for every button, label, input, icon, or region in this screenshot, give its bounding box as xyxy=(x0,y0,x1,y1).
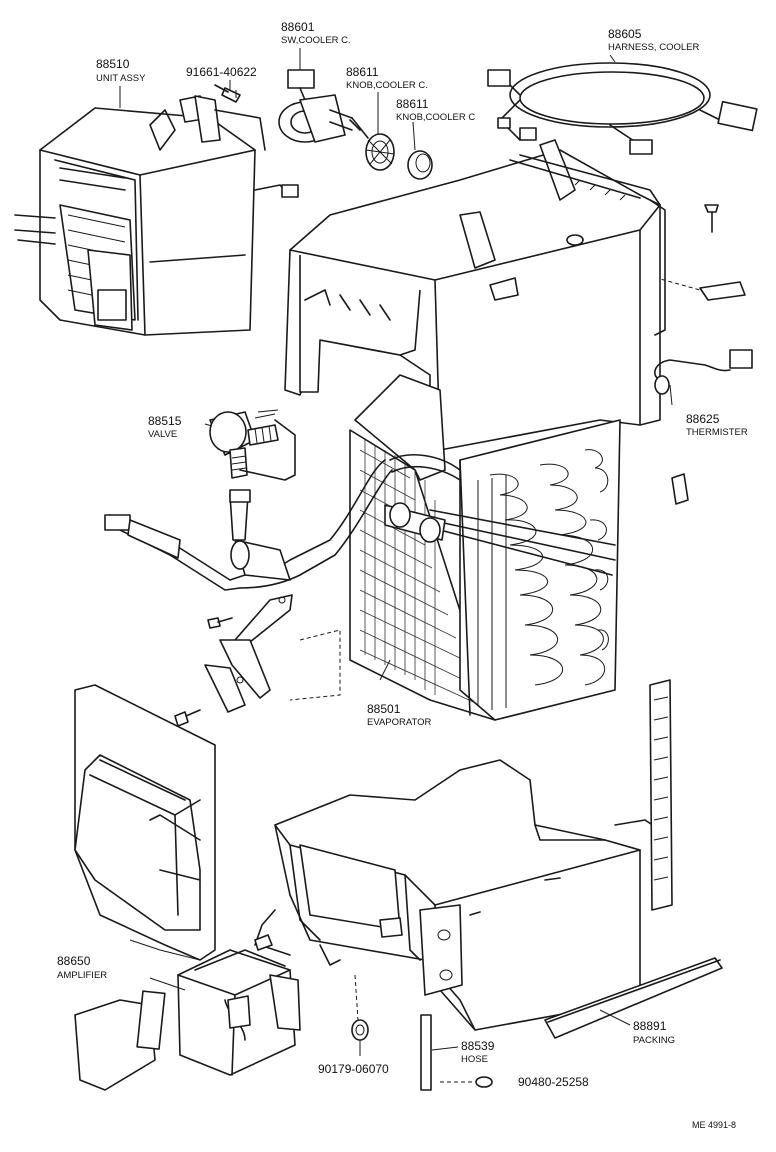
part-name: AMPLIFIER xyxy=(57,970,107,981)
label-88625: 88625 THERMISTER xyxy=(686,412,748,438)
air-duct-drawing xyxy=(74,684,216,961)
label-88601: 88601 SW,COOLER C. xyxy=(281,20,351,46)
thermister-drawing xyxy=(654,349,753,505)
label-90480-25258: 90480-25258 xyxy=(518,1075,589,1089)
part-name: SW,COOLER C. xyxy=(281,35,351,46)
bracket-drawing xyxy=(204,594,341,713)
part-number: 88611 xyxy=(346,65,379,79)
part-number: 88891 xyxy=(633,1019,667,1033)
label-88891: 88891 PACKING xyxy=(633,1019,675,1046)
unit-assy-drawing xyxy=(14,95,299,336)
part-number: 88650 xyxy=(57,954,91,968)
label-91661-40622: 91661-40622 xyxy=(186,65,257,79)
part-name: HARNESS, COOLER xyxy=(608,42,699,53)
packing-vertical-drawing xyxy=(649,679,673,911)
switch-cooler-drawing xyxy=(278,69,369,143)
evaporator-drawing xyxy=(349,374,621,721)
bolt-91661-drawing xyxy=(214,84,241,103)
connector-drawing xyxy=(699,281,746,301)
part-name: KNOB,COOLER C. xyxy=(346,80,428,91)
part-name: THERMISTER xyxy=(686,427,748,438)
knob-gear-drawing xyxy=(365,133,395,171)
amplifier-drawing xyxy=(74,909,301,1091)
part-number: 90179-06070 xyxy=(318,1062,389,1076)
label-88611-a: 88611 KNOB,COOLER C. xyxy=(346,65,428,91)
leader-lines xyxy=(119,48,673,1056)
label-88515: 88515 VALVE xyxy=(148,414,182,440)
evaporator-tubes xyxy=(477,449,609,710)
clamp-90179-drawing xyxy=(351,974,369,1041)
screw-1-drawing xyxy=(207,617,233,629)
part-name: UNIT ASSY xyxy=(96,73,146,84)
part-number: 88501 xyxy=(367,702,401,716)
label-88510: 88510 UNIT ASSY xyxy=(96,57,146,84)
part-number: 88611 xyxy=(396,97,429,111)
label-88605: 88605 HARNESS, COOLER xyxy=(608,27,699,53)
part-name: VALVE xyxy=(148,429,177,440)
part-number: 90480-25258 xyxy=(518,1075,589,1089)
part-number: 88510 xyxy=(96,57,130,71)
diagram-reference: ME 4991-8 xyxy=(692,1120,736,1130)
part-number: 88601 xyxy=(281,20,315,34)
part-name: HOSE xyxy=(461,1054,488,1065)
label-88539: 88539 HOSE xyxy=(461,1039,495,1065)
valve-drawing xyxy=(209,409,296,481)
part-number: 88539 xyxy=(461,1039,495,1053)
part-number: 88625 xyxy=(686,412,720,426)
part-name: PACKING xyxy=(633,1035,675,1046)
upper-case-drawing xyxy=(284,139,666,451)
part-number: 88605 xyxy=(608,27,642,41)
knob-round-drawing xyxy=(407,150,433,180)
washer-90480-drawing xyxy=(440,1076,493,1088)
hose-drawing xyxy=(420,1014,432,1091)
part-name: KNOB,COOLER C xyxy=(396,112,475,123)
pipes-drawing xyxy=(104,454,461,591)
label-88501: 88501 EVAPORATOR xyxy=(367,702,432,728)
packing-diagonal-drawing xyxy=(544,957,723,1039)
lower-case-drawing xyxy=(274,759,661,1031)
part-number: 88515 xyxy=(148,414,182,428)
harness-cooler-drawing xyxy=(487,62,758,155)
label-90179-06070: 90179-06070 xyxy=(318,1062,389,1076)
label-88650: 88650 AMPLIFIER xyxy=(57,954,107,981)
part-name: EVAPORATOR xyxy=(367,717,432,728)
screw-2-drawing xyxy=(174,709,201,727)
screw-right-drawing xyxy=(704,204,719,233)
part-number: 91661-40622 xyxy=(186,65,257,79)
label-88611-b: 88611 KNOB,COOLER C xyxy=(396,97,475,123)
